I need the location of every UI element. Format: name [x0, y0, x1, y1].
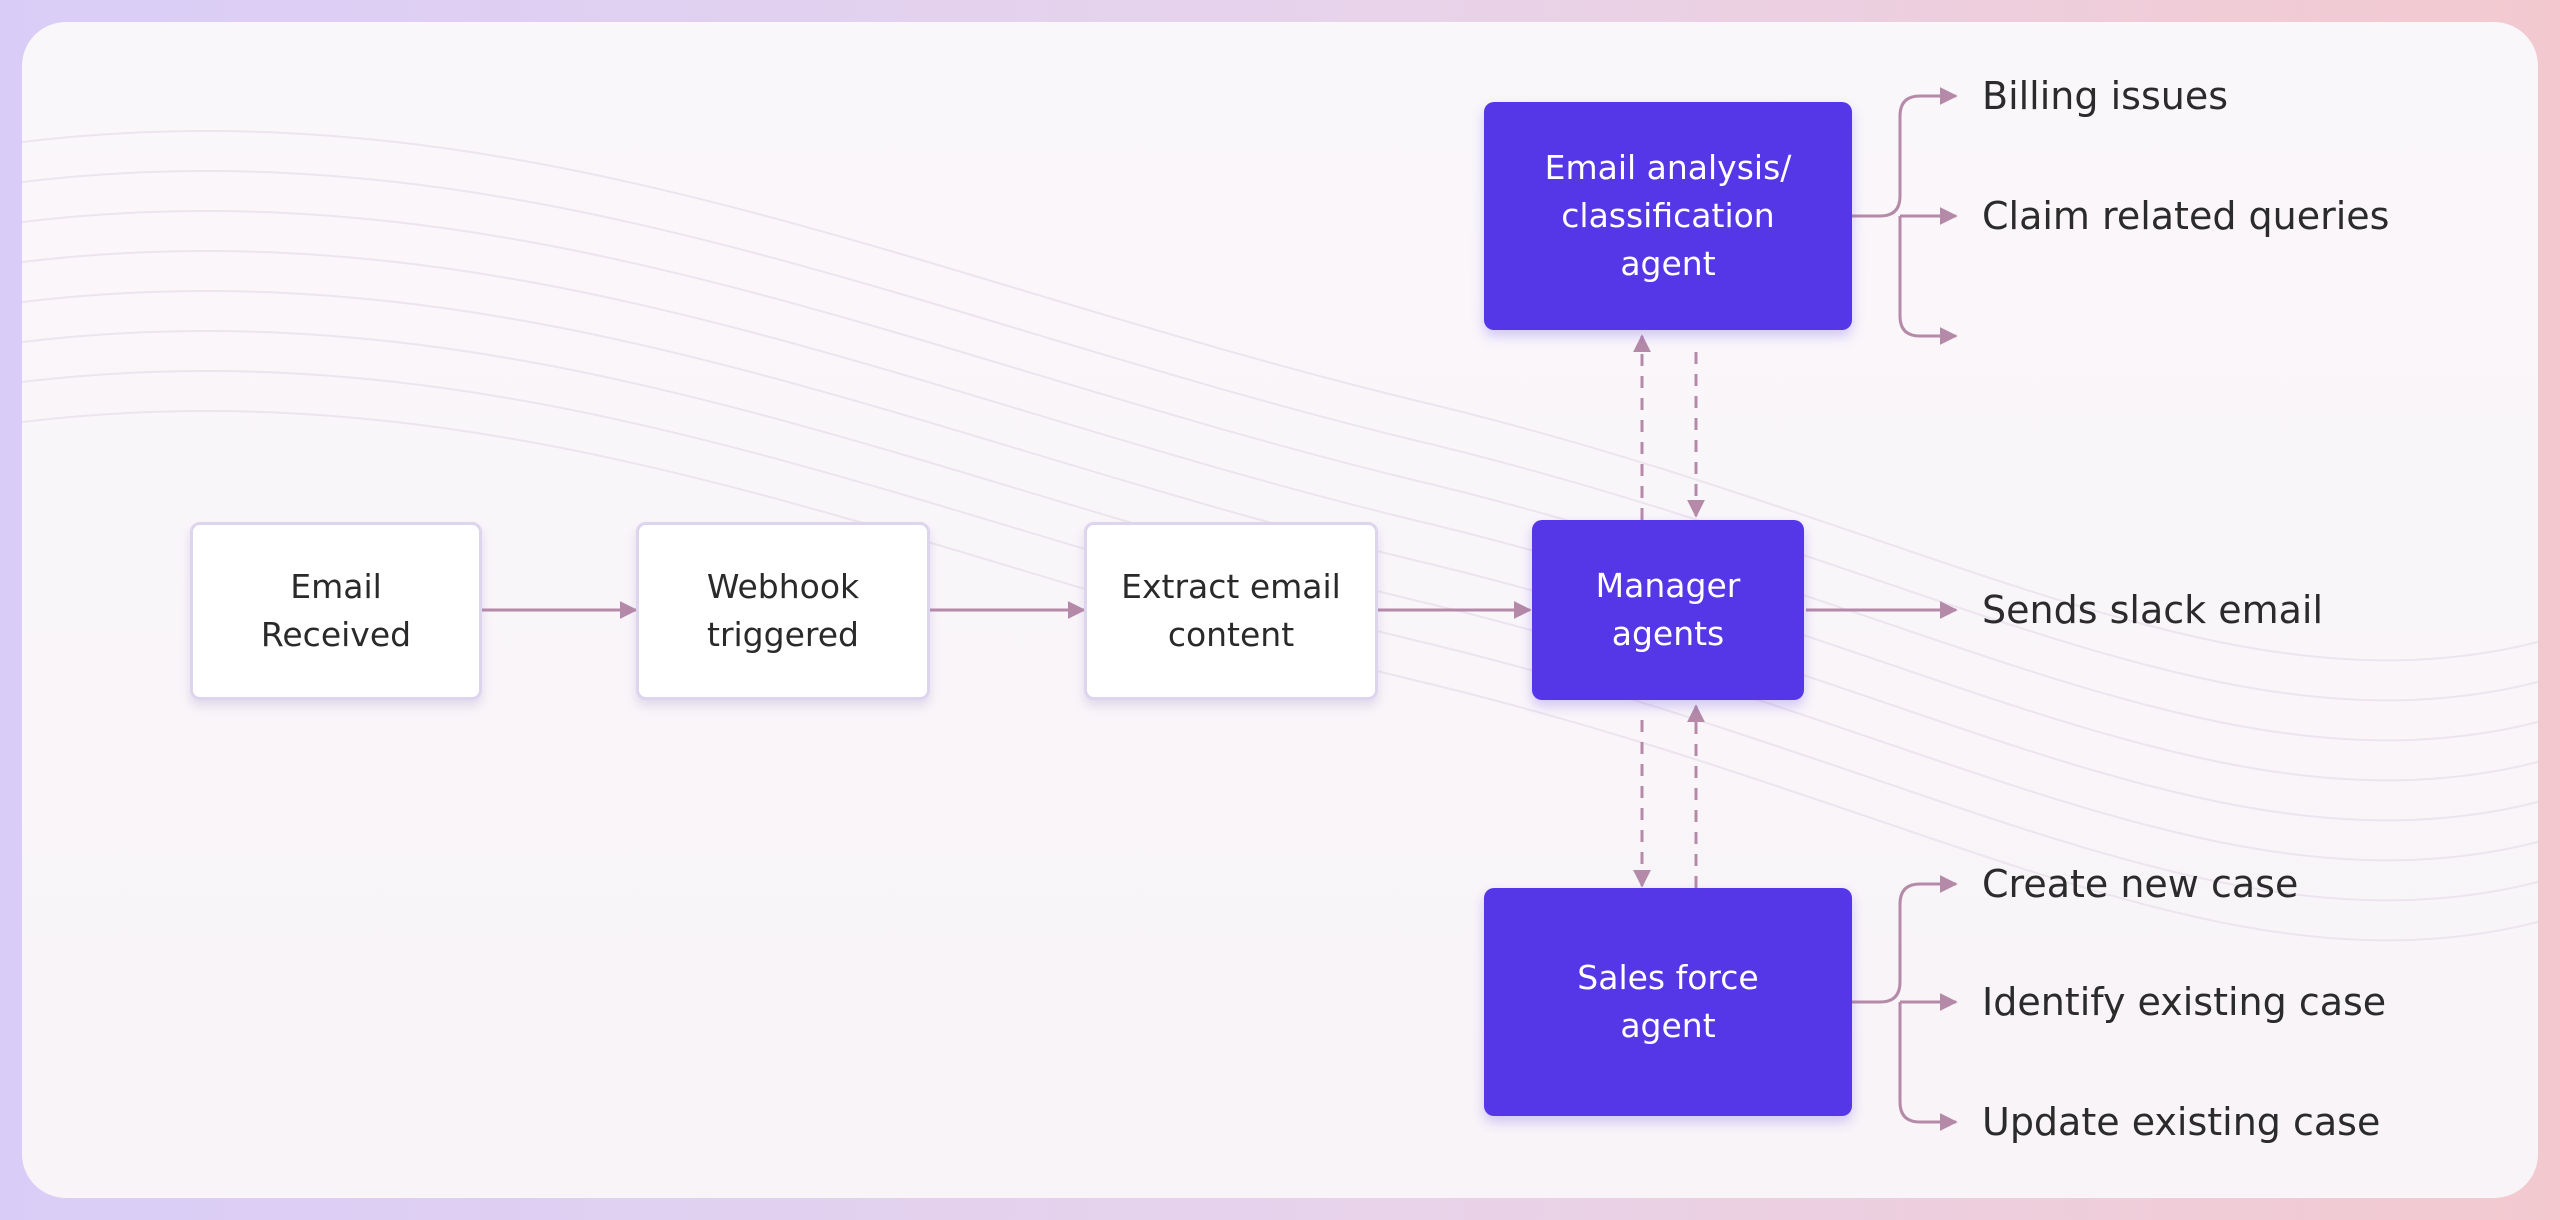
output-sends-slack-email: Sends slack email — [1982, 588, 2323, 632]
output-create-new-case: Create new case — [1982, 862, 2299, 906]
node-extract-line1: Extract email — [1121, 567, 1341, 606]
output-billing-issues: Billing issues — [1982, 74, 2228, 118]
node-classification-agent: Email analysis/ classification agent — [1484, 102, 1852, 330]
fanout-salesforce — [1852, 882, 1950, 1124]
output-update-existing-case: Update existing case — [1982, 1100, 2381, 1144]
node-salesforce-line2: agent — [1620, 1006, 1716, 1045]
node-extract-line2: content — [1167, 615, 1295, 654]
node-manager-line2: agents — [1611, 614, 1725, 653]
node-salesforce-agent: Sales force agent — [1484, 888, 1852, 1116]
node-email-received: Email Received — [190, 522, 482, 700]
node-webhook-triggered: Webhook triggered — [636, 522, 930, 700]
node-salesforce-line1: Sales force — [1577, 958, 1759, 997]
node-manager-agents: Manager agents — [1532, 520, 1804, 700]
node-webhook-line2: triggered — [707, 615, 859, 654]
node-classification-line2: classification — [1561, 196, 1775, 235]
node-webhook-line1: Webhook — [706, 567, 860, 606]
node-extract-email-content: Extract email content — [1084, 522, 1378, 700]
node-manager-line1: Manager — [1595, 566, 1741, 605]
fanout-classification — [1852, 94, 1950, 338]
background-wave-pattern — [22, 130, 2538, 942]
node-email-received-line2: Received — [260, 615, 412, 654]
node-email-received-line1: Email — [290, 567, 382, 606]
output-identify-existing-case: Identify existing case — [1982, 980, 2387, 1024]
node-classification-line1: Email analysis/ — [1544, 148, 1792, 187]
output-claim-related-queries: Claim related queries — [1982, 194, 2390, 238]
node-classification-line3: agent — [1620, 244, 1716, 283]
